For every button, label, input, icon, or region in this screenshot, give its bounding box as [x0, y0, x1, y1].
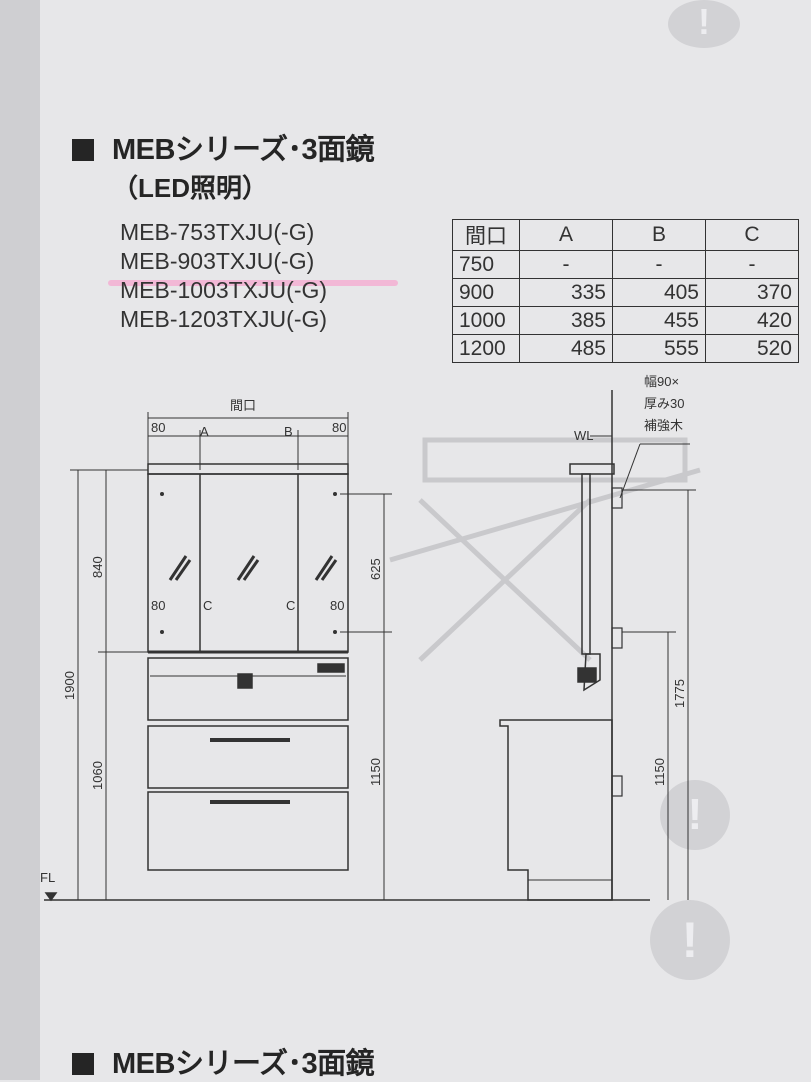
front-view [44, 412, 650, 902]
model-item: MEB-1203TXJU(-G) [120, 306, 328, 332]
dim-label: 1150 [368, 758, 383, 786]
table-row: 900 335 405 370 [452, 278, 799, 307]
dim-label: 1775 [672, 679, 687, 708]
dim-label: 1900 [62, 671, 77, 700]
section-title: MEBシリーズ･3面鏡 [112, 134, 375, 166]
heading-square-icon [72, 1053, 94, 1075]
model-list: MEB-753TXJU(-G) MEB-903TXJU(-G) MEB-1003… [120, 218, 327, 334]
dim-label: 1150 [652, 758, 667, 786]
dim-label: 80 [151, 420, 165, 435]
section-subtitle: （LED照明） [112, 173, 269, 203]
model-item-highlighted: MEB-903TXJU(-G) [120, 248, 315, 274]
model-item: MEB-753TXJU(-G) [120, 219, 315, 245]
front-view-labels: 間口 80 A B 80 80 C C 80 1900 840 1060 625… [40, 398, 383, 885]
table-cell: 455 [612, 306, 706, 335]
table-cell: 405 [612, 278, 706, 307]
note-line: 補強木 [644, 418, 683, 433]
table-cell: - [519, 250, 613, 279]
table-cell: 1000 [452, 306, 520, 335]
table-cell: 555 [612, 334, 706, 363]
width-label: 間口 [230, 398, 256, 413]
dim-label: C [203, 598, 212, 613]
dim-label: 80 [332, 420, 346, 435]
heading-square-icon [72, 139, 94, 161]
table-row: 1200 485 555 520 [452, 334, 799, 363]
table-header-cell: B [612, 219, 706, 251]
caution-icon: ! [660, 780, 730, 850]
table-row: 1000 385 455 420 [452, 306, 799, 335]
note-line: 厚み30 [644, 396, 684, 411]
table-cell: 1200 [452, 334, 520, 363]
side-view [499, 390, 696, 901]
dim-label: 1060 [90, 761, 105, 790]
dim-label: 80 [330, 598, 344, 613]
next-section-heading: MEBシリーズ･3面鏡 [72, 1040, 375, 1082]
table-cell: 420 [705, 306, 799, 335]
dimension-table: 間口 A B C 750 - - - 900 335 405 370 1000 … [452, 219, 799, 363]
table-cell: 900 [452, 278, 520, 307]
side-view-labels: WL 幅90× 厚み30 補強木 1775 1150 [574, 374, 687, 786]
table-header-cell: A [519, 219, 613, 251]
dim-label: B [284, 424, 293, 439]
dim-label: C [286, 598, 295, 613]
model-item: MEB-1003TXJU(-G) [120, 277, 328, 303]
table-cell: 750 [452, 250, 520, 279]
floor-label: FL [40, 870, 55, 885]
caution-icon: ! [650, 900, 730, 980]
dim-label: 625 [368, 558, 383, 580]
wl-label: WL [574, 428, 594, 443]
table-header-cell: C [705, 219, 799, 251]
caution-icon: ! [668, 0, 740, 48]
page-edge-shadow [0, 0, 40, 1080]
dim-label: 840 [90, 556, 105, 578]
section-heading: MEBシリーズ･3面鏡 [72, 126, 375, 168]
next-section-title: MEBシリーズ･3面鏡 [112, 1048, 375, 1080]
table-row: 750 - - - [452, 250, 799, 279]
note-line: 幅90× [644, 374, 679, 389]
background-sketch [389, 437, 701, 662]
table-cell: 370 [705, 278, 799, 307]
highlight-underline [108, 280, 398, 286]
dim-label: A [200, 424, 209, 439]
dim-label: 80 [151, 598, 165, 613]
table-cell: 485 [519, 334, 613, 363]
table-cell: 520 [705, 334, 799, 363]
